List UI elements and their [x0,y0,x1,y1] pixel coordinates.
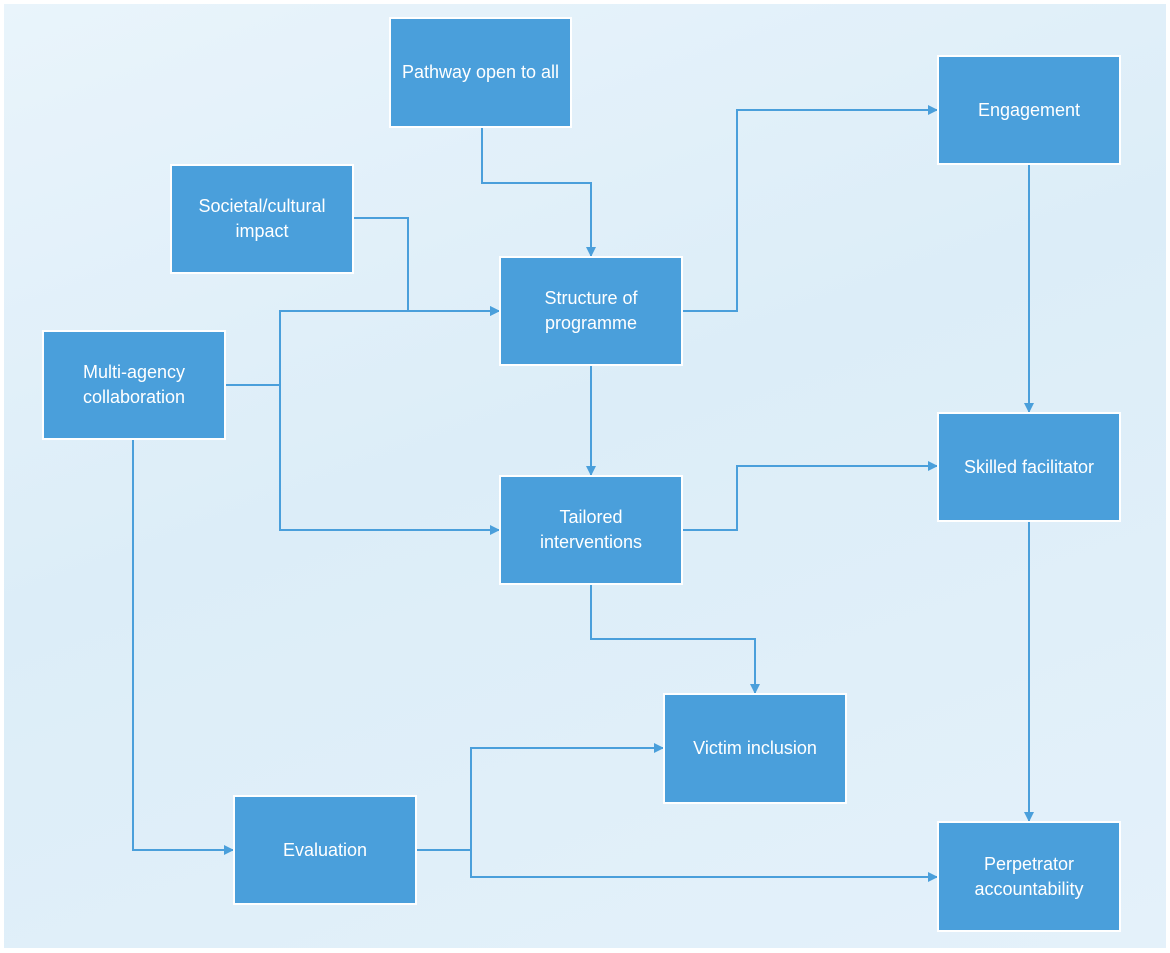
edge-evaluation-to-victim [417,743,664,851]
node-label: Societal/cultural impact [198,196,326,241]
edge-tailored-to-victim [590,585,760,694]
node-tailored-interventions: Tailored interventions [499,475,683,585]
node-label: Structure of programme [544,288,638,333]
node-perpetrator-accountability: Perpetrator accountability [937,821,1121,932]
edge-tailored-to-skilled [683,461,938,531]
edge-pathway-to-structure [481,128,596,257]
edge-societal-to-structure [354,217,500,316]
node-label: Evaluation [282,839,368,860]
node-evaluation: Evaluation [233,795,417,905]
edge-multi_agency-to-structure [226,306,500,386]
node-engagement: Engagement [937,55,1121,165]
edge-multi_agency-to-tailored [279,385,500,535]
node-structure-of-programme: Structure of programme [499,256,683,366]
node-label: Skilled facilitator [963,456,1095,477]
node-victim-inclusion: Victim inclusion [663,693,847,804]
node-label: Engagement [977,99,1081,120]
edge-structure-to-engagement [683,105,938,312]
node-pathway-open-to-all: Pathway open to all [389,17,572,128]
node-label: Pathway open to all [401,62,560,82]
node-label: Perpetrator accountability [974,853,1084,899]
edge-multi_agency-to-evaluation [132,440,234,855]
node-skilled-facilitator: Skilled facilitator [937,412,1121,522]
node-multi-agency-collaboration: Multi-agency collaboration [42,330,226,440]
node-label: Tailored interventions [539,507,643,552]
node-societal-cultural-impact: Societal/cultural impact [170,164,354,274]
node-label: Multi-agency collaboration [82,362,186,407]
edge-evaluation-to-perpetrator [470,850,938,882]
node-label: Victim inclusion [693,738,817,758]
